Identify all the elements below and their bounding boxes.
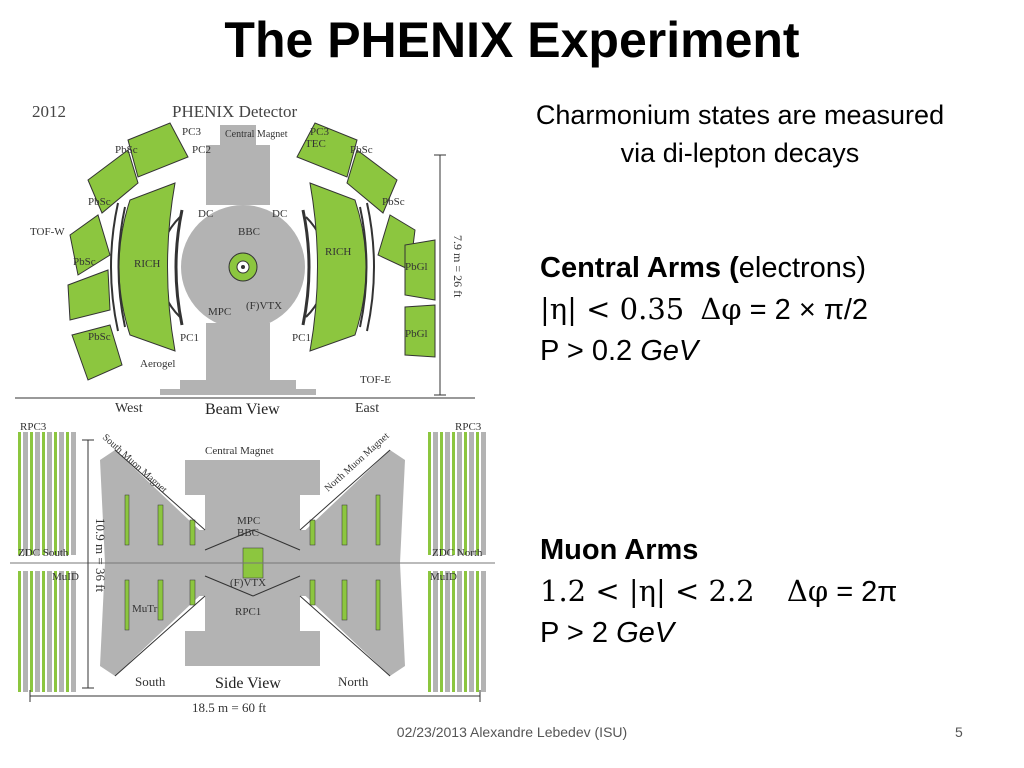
east-calorimeter-sectors (296, 122, 436, 358)
muon-eta-cut: 1.2 < |η| < 2.2 (540, 574, 755, 608)
label-pbsc-e1: PbSc (350, 144, 373, 156)
label-west: West (115, 401, 143, 416)
east-rich (309, 182, 367, 352)
side-view-diagram: RPC3 RPC3 Central Magnet South Muon Magn… (10, 421, 495, 715)
label-rpc3-s: RPC3 (20, 421, 47, 433)
muon-dphi-value: = 2π (836, 576, 898, 608)
label-side-view: Side View (215, 675, 281, 692)
label-tof-e: TOF-E (360, 374, 391, 386)
muon-unit: GeV (616, 617, 675, 649)
label-rpc1: RPC1 (235, 606, 261, 618)
east-dc (301, 209, 311, 326)
central-p-cut: P > 0.2 (540, 335, 633, 367)
label-muid-s: MuID (52, 571, 79, 583)
muon-dphi-label: Δφ (786, 574, 829, 608)
central-arms-heading: Central Arms ( (540, 252, 739, 284)
label-pc1-w: PC1 (180, 332, 199, 344)
label-zdc-north: ZDC North (432, 547, 483, 559)
label-pbgl-1: PbGl (405, 261, 428, 273)
label-pbgl-2: PbGl (405, 328, 428, 340)
label-mutr: MuTr (132, 603, 158, 615)
label-tof-w: TOF-W (30, 226, 65, 238)
central-arms-block: Central Arms (electrons) |η| < 0.35 Δφ =… (540, 248, 868, 372)
label-dc-w: DC (198, 208, 213, 220)
label-rpc3-n: RPC3 (455, 421, 482, 433)
label-east: East (355, 401, 379, 416)
label-side-mpc: MPC (237, 515, 260, 527)
label-side-central-magnet: Central Magnet (205, 445, 274, 457)
beam-view-diagram: 2012 PHENIX Detector (15, 102, 475, 418)
side-view-height: 10.9 m = 36 ft (93, 518, 108, 593)
label-north: North (338, 674, 369, 689)
label-pbsc-w1: PbSc (115, 144, 138, 156)
label-tec: TEC (305, 138, 326, 150)
intro-text: Charmonium states are measured via di-le… (535, 100, 945, 168)
label-rich-e: RICH (325, 246, 351, 258)
label-side-bbc: BBC (237, 527, 259, 539)
label-rich-w: RICH (134, 258, 160, 270)
muon-arms-heading: Muon Arms (540, 534, 699, 566)
central-unit: GeV (640, 335, 699, 367)
footer-text: 02/23/2013 Alexandre Lebedev (ISU) (396, 724, 628, 740)
label-aerogel: Aerogel (140, 358, 175, 370)
label-mpc: MPC (208, 306, 231, 318)
label-pc3-e: PC3 (310, 126, 329, 138)
beam-view-height: 7.9 m = 26 ft (451, 235, 465, 298)
detector-title: PHENIX Detector (172, 102, 297, 121)
label-central-magnet: Central Magnet (225, 129, 288, 140)
label-pbsc-w4: PbSc (88, 331, 111, 343)
label-fvtx: (F)VTX (246, 300, 282, 312)
west-rich (118, 182, 176, 352)
label-pbsc-w2: PbSc (88, 196, 111, 208)
label-dc-e: DC (272, 208, 287, 220)
west-pbsc-sectors (67, 122, 189, 381)
label-beam-view: Beam View (205, 401, 280, 418)
central-arms-heading-tail: electrons) (738, 252, 867, 284)
slide-title: The PHENIX Experiment (224, 12, 800, 68)
side-view-length: 18.5 m = 60 ft (192, 700, 267, 715)
page-number: 5 (955, 724, 963, 740)
central-eta-cut: |η| < 0.35 (540, 292, 685, 326)
central-dphi-label: Δφ (700, 292, 742, 326)
muon-p-cut: P > 2 (540, 617, 608, 649)
year-label: 2012 (32, 102, 66, 121)
label-pc2-w: PC2 (192, 144, 211, 156)
muon-arms-block: Muon Arms 1.2 < |η| < 2.2 Δφ = 2π P > 2 … (540, 530, 897, 654)
label-pc3-w: PC3 (182, 126, 201, 138)
label-muid-n: MuID (430, 571, 457, 583)
label-zdc-south: ZDC South (18, 547, 69, 559)
label-pc1-e: PC1 (292, 332, 311, 344)
label-side-fvtx: (F)VTX (230, 577, 266, 589)
west-dc (174, 209, 184, 326)
label-south: South (135, 674, 166, 689)
central-dphi-value: = 2 × π/2 (749, 294, 869, 326)
label-pbsc-e2: PbSc (382, 196, 405, 208)
label-bbc: BBC (238, 226, 260, 238)
label-pbsc-w3: PbSc (73, 256, 96, 268)
